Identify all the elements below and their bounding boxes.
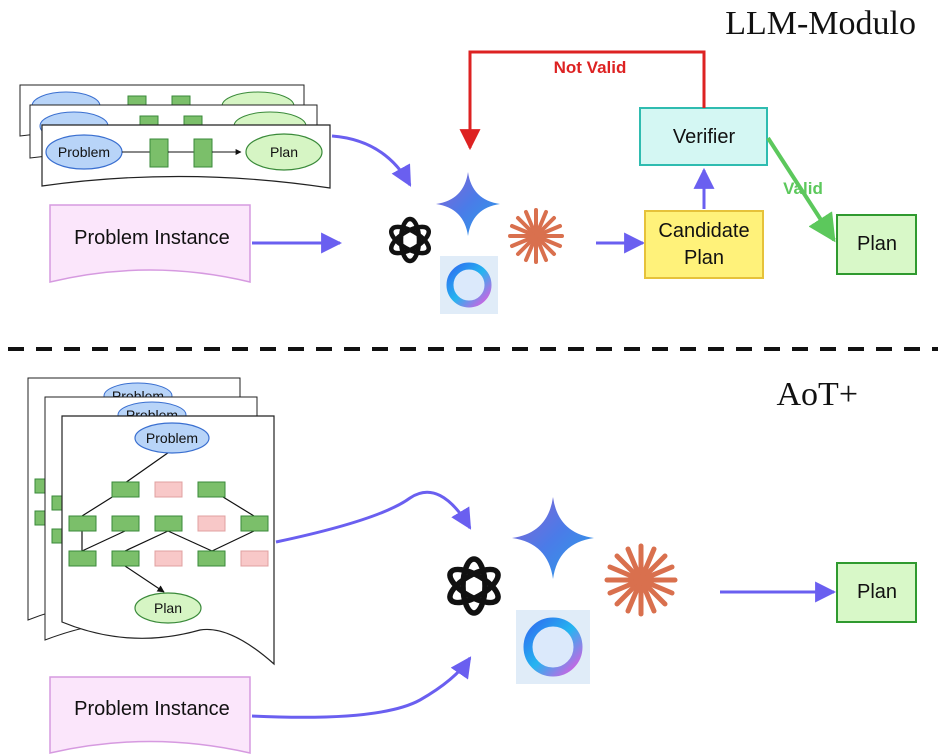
openai-icon xyxy=(447,556,501,616)
arrow-instance-to-llm-bottom xyxy=(251,656,472,719)
meta-ring-icon xyxy=(440,256,498,314)
arrow-examples-to-llm-bottom xyxy=(275,490,472,544)
meta-ring-icon xyxy=(516,610,590,684)
openai-icon xyxy=(389,216,431,264)
problem-instance-top-label: Problem Instance xyxy=(74,227,230,249)
gemini-icon xyxy=(436,172,500,236)
aot-plan-node xyxy=(134,592,202,624)
problem-instance-bottom: Problem Instance xyxy=(49,676,251,754)
aot-rejected-step xyxy=(240,550,269,567)
example-page-front: Problem Plan xyxy=(41,124,331,189)
bottom-section-title: AoT+ xyxy=(777,376,859,413)
example-plan-label: Plan xyxy=(270,144,298,160)
example-step-1 xyxy=(149,138,169,168)
output-plan-bottom-label: Plan xyxy=(857,581,897,603)
arrow-not-valid-loop xyxy=(459,50,706,151)
candidate-plan-line1: Candidate xyxy=(658,220,749,242)
problem-instance-top: Problem Instance xyxy=(49,204,251,283)
verifier-label: Verifier xyxy=(673,126,736,148)
candidate-plan-box: Candidate Plan xyxy=(644,210,764,279)
verifier-box: Verifier xyxy=(639,107,768,166)
aot-step xyxy=(68,515,97,532)
aot-step xyxy=(240,515,269,532)
candidate-plan-line2: Plan xyxy=(684,247,724,269)
example-problem-label: Problem xyxy=(58,144,110,160)
example-step-2 xyxy=(193,138,213,168)
aot-step xyxy=(111,481,140,498)
aot-rejected-step xyxy=(154,550,183,567)
output-plan-top: Plan xyxy=(836,214,917,275)
aot-step xyxy=(197,481,226,498)
aot-problem-node xyxy=(134,422,210,454)
not-valid-label: Not Valid xyxy=(554,58,627,77)
arrow-valid xyxy=(766,136,836,243)
aot-plan-label: Plan xyxy=(154,600,182,616)
aot-step xyxy=(154,515,183,532)
problem-instance-bottom-label: Problem Instance xyxy=(74,698,230,720)
example-plan-node xyxy=(245,133,323,171)
aot-step xyxy=(111,515,140,532)
arrow-examples-to-llm-top xyxy=(331,134,412,187)
aot-step xyxy=(111,550,140,567)
claude-icon xyxy=(508,208,564,264)
aot-step xyxy=(68,550,97,567)
claude-icon xyxy=(604,543,678,617)
aot-problem-label: Problem xyxy=(146,430,198,446)
aot-rejected-step xyxy=(197,515,226,532)
valid-label: Valid xyxy=(783,179,823,198)
gemini-icon xyxy=(512,497,594,579)
aot-step xyxy=(197,550,226,567)
aot-page-front: Problem Plan xyxy=(61,415,275,666)
aot-rejected-step xyxy=(154,481,183,498)
output-plan-bottom: Plan xyxy=(836,562,917,623)
top-section-title: LLM-Modulo xyxy=(725,5,916,42)
output-plan-top-label: Plan xyxy=(857,233,897,255)
